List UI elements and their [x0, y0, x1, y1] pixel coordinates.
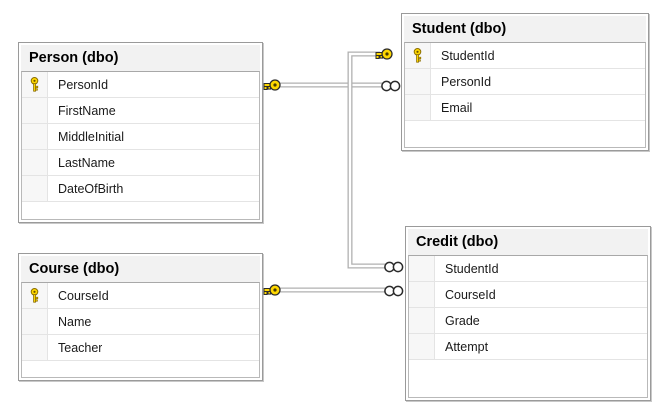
column-row[interactable]: MiddleInitial: [22, 124, 259, 150]
entity-title-credit[interactable]: Credit (dbo): [408, 229, 648, 255]
column-row[interactable]: Teacher: [22, 335, 259, 361]
key-cell-empty: [409, 334, 435, 359]
column-name: FirstName: [58, 103, 116, 118]
key-cell-empty: [409, 256, 435, 281]
column-row[interactable]: FirstName: [22, 98, 259, 124]
column-name: Grade: [445, 313, 480, 328]
key-cell-empty: [405, 95, 431, 120]
empty-row-area[interactable]: [22, 361, 259, 377]
key-cell-empty: [409, 282, 435, 307]
column-name: PersonId: [441, 74, 492, 89]
column-name: Attempt: [445, 339, 489, 354]
key-cell-empty: [22, 335, 48, 360]
key-cell-empty: [22, 124, 48, 149]
column-name: Email: [441, 100, 473, 115]
column-row[interactable]: CourseId: [409, 282, 647, 308]
key-cell-empty: [409, 360, 435, 397]
column-row[interactable]: PersonId: [22, 72, 259, 98]
key-cell-empty: [405, 69, 431, 94]
primary-key-icon: [22, 283, 48, 308]
column-row[interactable]: Attempt: [409, 334, 647, 360]
relationship-one-key-icon-course-to-credit: [263, 281, 285, 299]
key-cell-empty: [22, 150, 48, 175]
column-name: CourseId: [58, 288, 109, 303]
relationship-line-outer-student-to-credit: [347, 51, 396, 269]
relationship-many-infinity-icon-student-to-credit: [382, 258, 406, 276]
key-cell-empty: [22, 361, 48, 377]
column-row[interactable]: DateOfBirth: [22, 176, 259, 202]
key-cell-empty: [405, 121, 431, 147]
column-name: LastName: [58, 155, 115, 170]
column-name: DateOfBirth: [58, 181, 124, 196]
relationship-one-key-icon-person-to-student: [263, 76, 285, 94]
entity-title-course[interactable]: Course (dbo): [21, 256, 260, 282]
key-cell-empty: [22, 98, 48, 123]
column-row[interactable]: CourseId: [22, 283, 259, 309]
empty-row-area[interactable]: [409, 360, 647, 397]
column-row[interactable]: Name: [22, 309, 259, 335]
entity-title-student[interactable]: Student (dbo): [404, 16, 646, 42]
column-name: MiddleInitial: [58, 129, 125, 144]
relationship-many-infinity-icon-person-to-student: [379, 77, 403, 95]
column-row[interactable]: PersonId: [405, 69, 645, 95]
column-row[interactable]: Grade: [409, 308, 647, 334]
empty-row-area[interactable]: [22, 202, 259, 219]
column-name: Teacher: [58, 340, 103, 355]
column-row[interactable]: Email: [405, 95, 645, 121]
relationship-many-infinity-icon-course-to-credit: [382, 282, 406, 300]
primary-key-icon: [405, 43, 431, 68]
key-cell-empty: [409, 308, 435, 333]
relationship-one-key-icon-student-to-credit: [375, 45, 397, 63]
column-name: CourseId: [445, 287, 496, 302]
column-name: Name: [58, 314, 92, 329]
primary-key-icon: [22, 72, 48, 97]
column-row[interactable]: StudentId: [409, 256, 647, 282]
key-cell-empty: [22, 309, 48, 334]
column-name: StudentId: [441, 48, 495, 63]
column-name: PersonId: [58, 77, 109, 92]
key-cell-empty: [22, 202, 48, 219]
column-name: StudentId: [445, 261, 499, 276]
column-row[interactable]: LastName: [22, 150, 259, 176]
empty-row-area[interactable]: [405, 121, 645, 147]
column-row[interactable]: StudentId: [405, 43, 645, 69]
relationship-line-student-to-credit[interactable]: [348, 52, 396, 268]
entity-title-person[interactable]: Person (dbo): [21, 45, 260, 71]
key-cell-empty: [22, 176, 48, 201]
